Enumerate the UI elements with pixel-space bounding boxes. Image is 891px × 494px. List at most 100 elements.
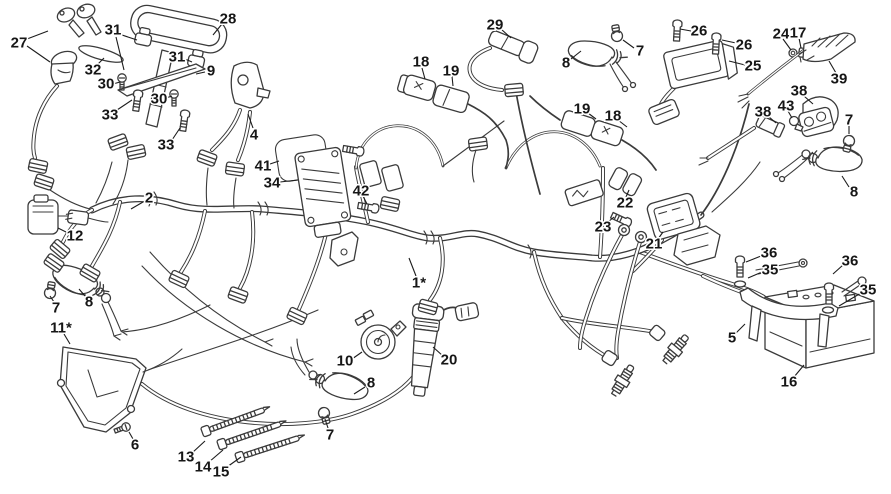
speedometer-assembly bbox=[78, 4, 228, 161]
callout-label-41: 41 bbox=[255, 158, 272, 175]
callout-leader-line bbox=[195, 71, 206, 75]
callout-label-33: 33 bbox=[102, 107, 119, 124]
callout-label-18: 18 bbox=[605, 108, 622, 125]
callout-label-30: 30 bbox=[151, 91, 168, 108]
callout-label-26: 26 bbox=[691, 23, 708, 40]
callout-label-2: 2 bbox=[145, 190, 153, 207]
callout-label-4: 4 bbox=[250, 127, 259, 144]
callout-label-15: 15 bbox=[213, 464, 230, 481]
callout-label-31: 31 bbox=[169, 49, 186, 66]
right-rear-wires bbox=[560, 103, 766, 360]
callout-label-31: 31 bbox=[105, 22, 122, 39]
spark-plugs bbox=[601, 324, 693, 400]
callout-label-22: 22 bbox=[617, 195, 634, 212]
callout-label-38: 38 bbox=[791, 83, 808, 100]
cdi-unit bbox=[648, 19, 738, 126]
callout-label-36: 36 bbox=[842, 253, 859, 270]
callout-leader-line bbox=[500, 28, 512, 39]
callout-leader-line bbox=[747, 271, 763, 279]
callout-leader-line bbox=[587, 112, 597, 120]
callout-label-20: 20 bbox=[441, 352, 458, 369]
callout-label-11: 11* bbox=[50, 320, 72, 337]
callout-leader-line bbox=[832, 264, 844, 275]
callout-label-32: 32 bbox=[85, 62, 102, 79]
callout-label-38: 38 bbox=[755, 104, 772, 121]
turn-signal-front-right bbox=[565, 23, 637, 93]
callout-leader-line bbox=[353, 386, 366, 395]
callout-label-8: 8 bbox=[85, 294, 93, 311]
callout-label-7: 7 bbox=[326, 427, 334, 444]
callout-label-19: 19 bbox=[443, 63, 460, 80]
callout-leader-line bbox=[625, 189, 630, 198]
callout-leader-line bbox=[171, 127, 181, 141]
callout-label-8: 8 bbox=[562, 55, 570, 72]
callout-leader-line bbox=[421, 67, 426, 80]
callout-label-24: 24 bbox=[773, 26, 790, 43]
harness-arch-wires bbox=[95, 91, 602, 209]
callout-label-35: 35 bbox=[762, 262, 779, 279]
callout-leader-line bbox=[116, 99, 133, 111]
callout-leader-line bbox=[97, 57, 105, 65]
callout-label-8: 8 bbox=[850, 184, 858, 201]
callout-leader-line bbox=[617, 119, 628, 128]
callout-label-7: 7 bbox=[52, 300, 60, 317]
callout-label-19: 19 bbox=[574, 101, 591, 118]
callout-leader-line bbox=[838, 292, 862, 307]
callout-label-30: 30 bbox=[98, 76, 115, 93]
callout-leader-line bbox=[26, 45, 51, 63]
callout-leader-line bbox=[26, 30, 49, 40]
headlight-mask bbox=[56, 346, 183, 433]
callout-leader-line bbox=[793, 364, 805, 378]
callout-leader-line bbox=[128, 431, 134, 440]
callout-label-39: 39 bbox=[831, 71, 848, 88]
turn-signal-rear-right bbox=[772, 133, 864, 183]
callout-leader-line bbox=[49, 295, 55, 303]
callout-leader-line bbox=[735, 323, 746, 334]
turn-signal-front-left bbox=[42, 258, 129, 341]
battery-bracket bbox=[733, 255, 867, 348]
callout-label-25: 25 bbox=[745, 58, 762, 75]
callout-leader-line bbox=[803, 95, 814, 105]
callout-leader-line bbox=[622, 39, 635, 49]
callout-label-42: 42 bbox=[353, 183, 370, 200]
callout-label-34: 34 bbox=[264, 175, 281, 192]
callout-label-5: 5 bbox=[728, 330, 736, 347]
callout-label-28: 28 bbox=[220, 11, 237, 28]
callout-leader-line bbox=[57, 227, 69, 234]
callout-label-21: 21 bbox=[646, 236, 663, 253]
small-components-center bbox=[329, 136, 489, 342]
callout-label-27: 27 bbox=[11, 35, 28, 52]
callout-leader-line bbox=[226, 456, 242, 468]
callout-leader-line bbox=[570, 50, 582, 60]
callout-label-23: 23 bbox=[595, 219, 612, 236]
callout-leader-line bbox=[118, 33, 138, 41]
callout-leader-line bbox=[841, 175, 850, 188]
callout-label-7: 7 bbox=[636, 43, 644, 60]
callout-leader-line bbox=[679, 28, 692, 32]
callout-leader-line bbox=[112, 81, 121, 85]
callout-leader-line bbox=[63, 333, 71, 345]
callout-leader-line bbox=[782, 38, 792, 51]
callout-leader-line bbox=[362, 195, 368, 205]
connector-pair-rear bbox=[529, 95, 657, 171]
callout-leader-line bbox=[115, 36, 125, 71]
callout-leader-line bbox=[324, 418, 329, 429]
callout-label-1: 1* bbox=[412, 275, 426, 292]
callout-label-6: 6 bbox=[131, 437, 139, 454]
callout-leader-line bbox=[745, 255, 762, 263]
callout-label-14: 14 bbox=[195, 459, 212, 476]
flasher-relay bbox=[27, 194, 109, 235]
connector-pair-top bbox=[396, 74, 470, 114]
callout-label-36: 36 bbox=[761, 245, 778, 262]
tail-light bbox=[737, 32, 856, 109]
callout-leader-line bbox=[728, 60, 746, 66]
callout-leader-line bbox=[657, 231, 664, 240]
callout-leader-line bbox=[279, 179, 299, 183]
callout-label-10: 10 bbox=[337, 353, 354, 370]
spark-plug-cap bbox=[467, 30, 539, 98]
callout-leader-line bbox=[798, 37, 802, 49]
callout-label-13: 13 bbox=[178, 449, 195, 466]
callout-leader-line bbox=[208, 449, 224, 463]
